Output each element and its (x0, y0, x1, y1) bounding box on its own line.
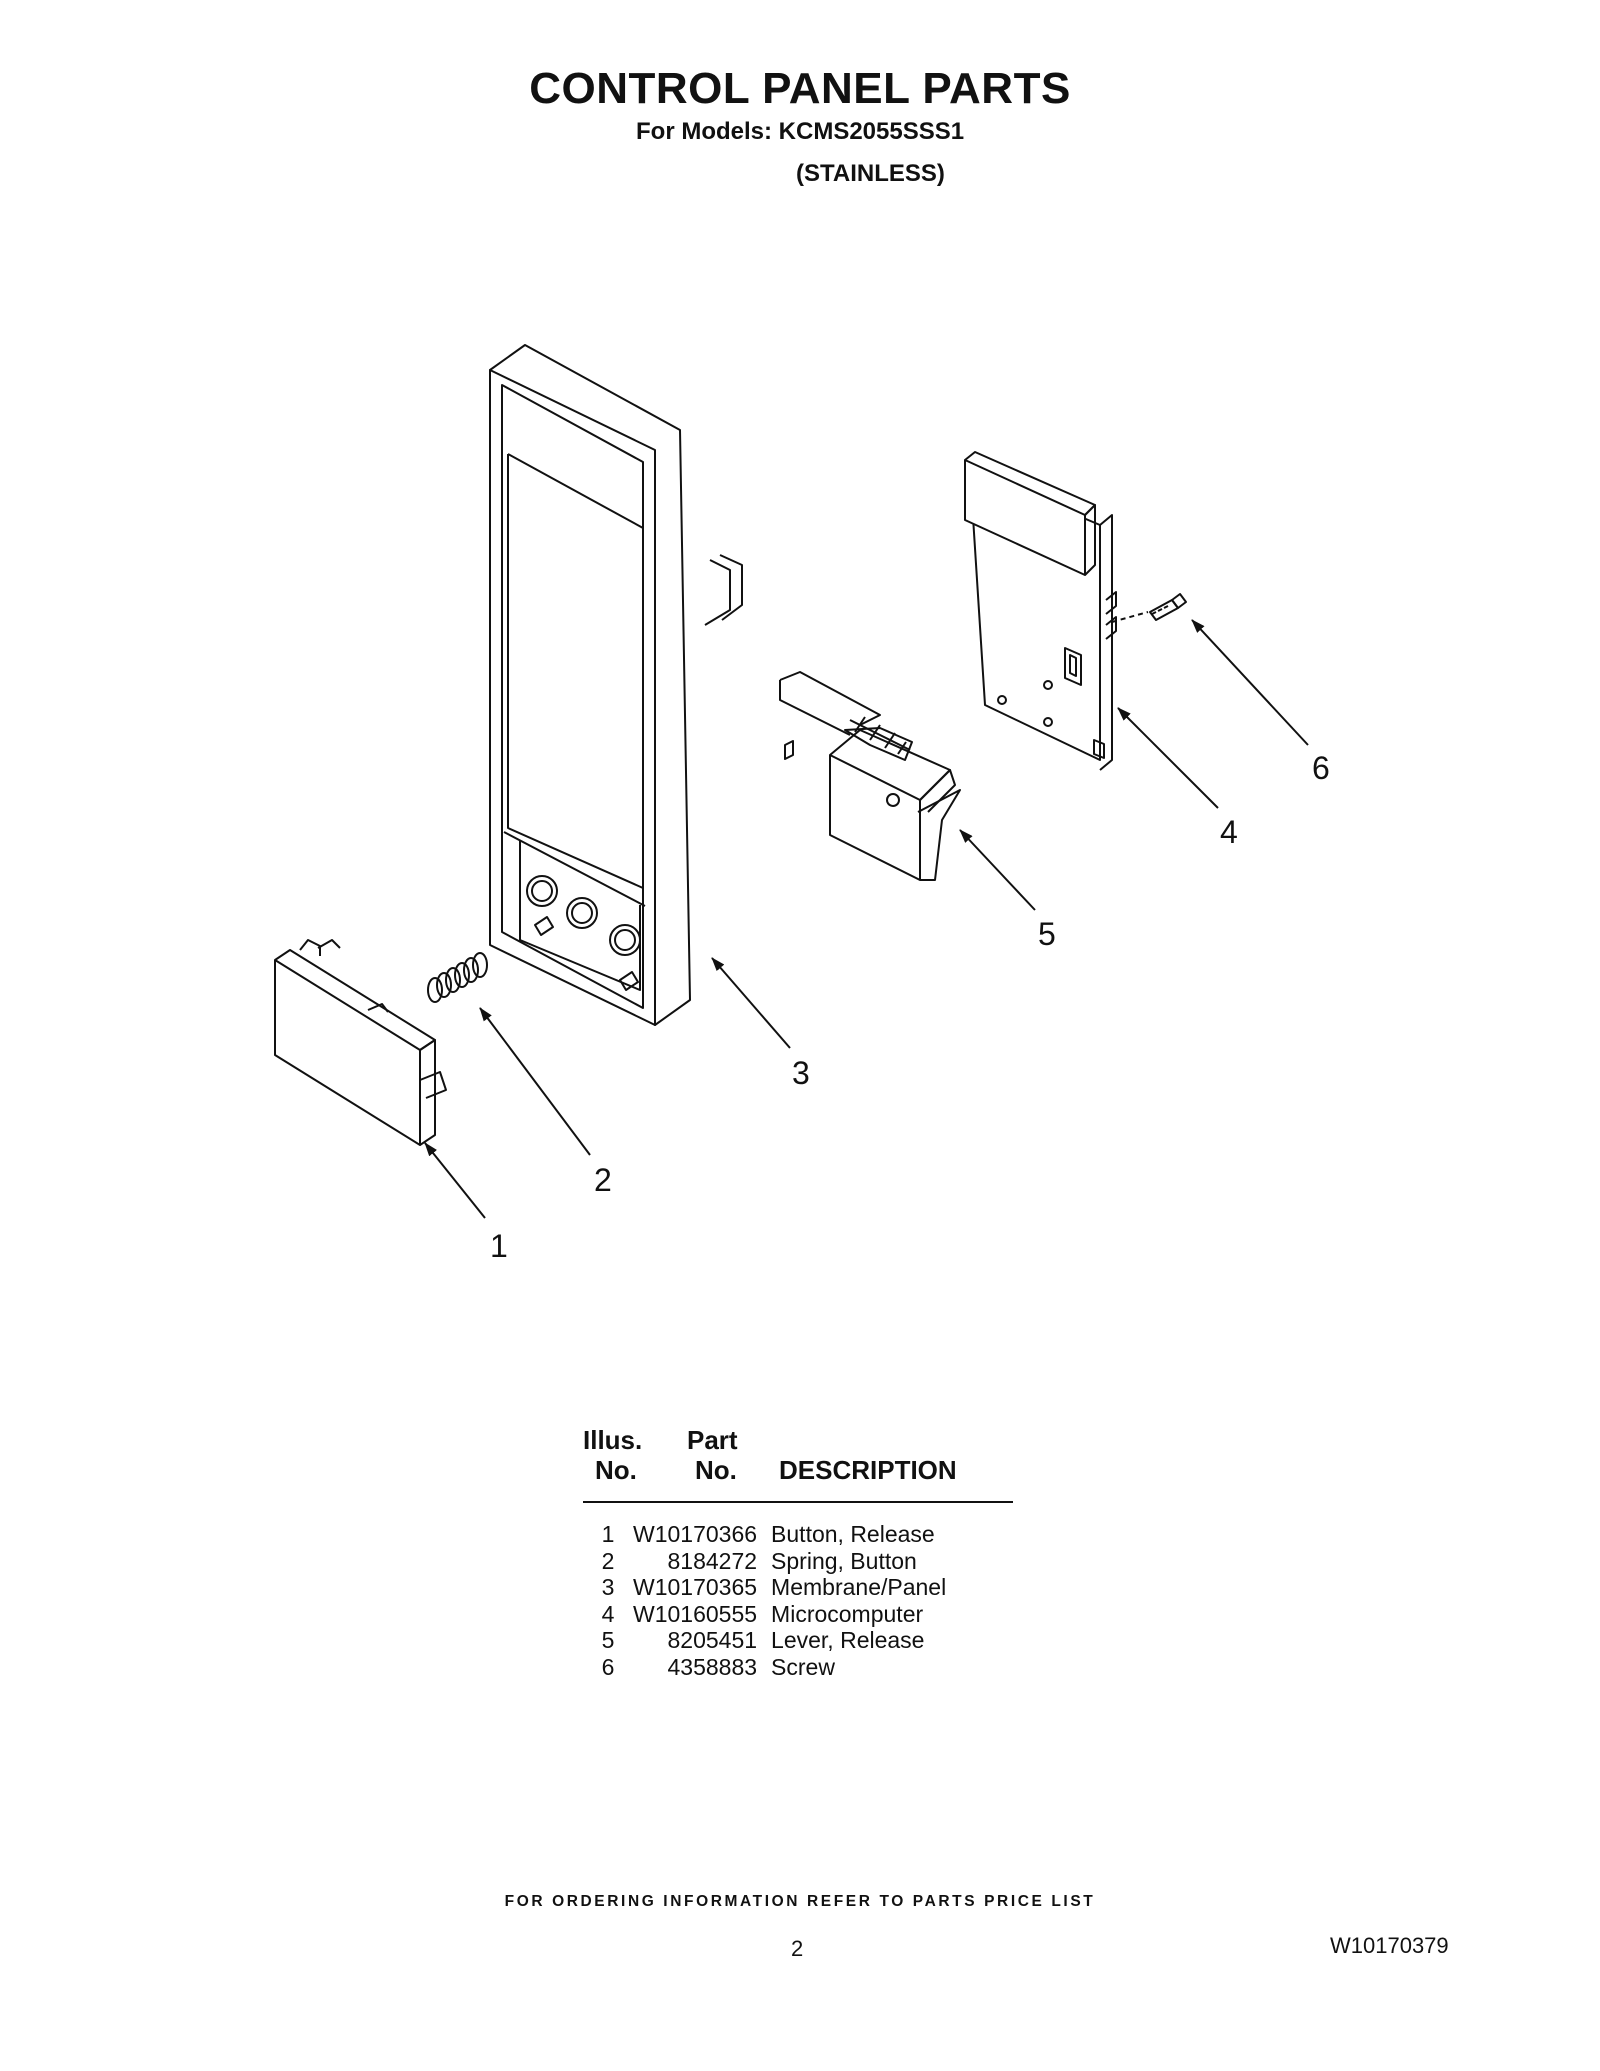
parts-table: 1 W10170366 Button, Release 2 8184272 Sp… (583, 1521, 947, 1681)
part-no: W10160555 (633, 1600, 758, 1627)
part-no: 8205451 (667, 1627, 758, 1653)
part-description: Membrane/Panel (771, 1574, 947, 1600)
part-no: W10170366 (633, 1521, 758, 1547)
callout-1: 1 (490, 1228, 508, 1264)
callout-5: 5 (1038, 916, 1056, 952)
screw-part (1111, 593, 1187, 623)
illus-no: 3 (601, 1574, 615, 1600)
button-release-part (274, 939, 447, 1146)
variant-line: (STAINLESS) (796, 160, 945, 187)
page-number: 2 (791, 1936, 804, 1961)
models-line: For Models: KCMS2055SSS1 (636, 118, 965, 145)
part-description: Microcomputer (771, 1600, 924, 1627)
part-no: 4358883 (667, 1653, 758, 1680)
illus-no: 2 (601, 1547, 615, 1574)
microcomputer-part (964, 451, 1117, 771)
header-rule (583, 1501, 1013, 1503)
illus-header-line1: Illus. (583, 1425, 643, 1455)
illus-header-line2: No. (595, 1455, 637, 1485)
description-header: DESCRIPTION (779, 1455, 957, 1485)
membrane-panel-part (489, 344, 743, 1026)
ordering-note: FOR ORDERING INFORMATION REFER TO PARTS … (504, 1893, 1096, 1910)
callout-2: 2 (594, 1162, 612, 1198)
table-row: 6 4358883 Screw (583, 1654, 946, 1681)
part-header-line1: Part (687, 1425, 738, 1455)
exploded-parts-diagram (274, 344, 1309, 1219)
spring-button-part (427, 952, 488, 1003)
part-description: Spring, Button (771, 1547, 917, 1574)
document-number: W10170379 (1330, 1933, 1449, 1958)
parts-list: Illus. No. Part No. DESCRIPTION 1 W10170… (583, 1425, 1013, 1680)
part-no: W10170365 (633, 1574, 758, 1600)
callout-6: 6 (1312, 750, 1330, 786)
lever-release-part (779, 671, 961, 881)
parts-list-header: Illus. No. Part No. DESCRIPTION (583, 1425, 1013, 1497)
page-title: CONTROL PANEL PARTS (529, 64, 1071, 113)
part-no: 8184272 (667, 1547, 758, 1574)
illus-no: 4 (601, 1600, 615, 1627)
illus-no: 6 (601, 1653, 615, 1680)
illus-no: 5 (601, 1627, 615, 1653)
table-row: 3 W10170365 Membrane/Panel (583, 1574, 947, 1601)
part-description: Screw (771, 1653, 835, 1680)
part-header-line2: No. (695, 1455, 737, 1485)
callout-leader-lines (424, 619, 1309, 1219)
table-row: 4 W10160555 Microcomputer (583, 1601, 946, 1628)
part-description: Button, Release (771, 1521, 935, 1547)
table-row: 5 8205451 Lever, Release (583, 1627, 946, 1654)
callout-4: 4 (1220, 814, 1238, 850)
table-row: 2 8184272 Spring, Button (583, 1548, 946, 1575)
part-description: Lever, Release (771, 1627, 925, 1653)
callout-3: 3 (792, 1055, 810, 1091)
table-row: 1 W10170366 Button, Release (583, 1521, 946, 1548)
illus-no: 1 (601, 1521, 615, 1547)
